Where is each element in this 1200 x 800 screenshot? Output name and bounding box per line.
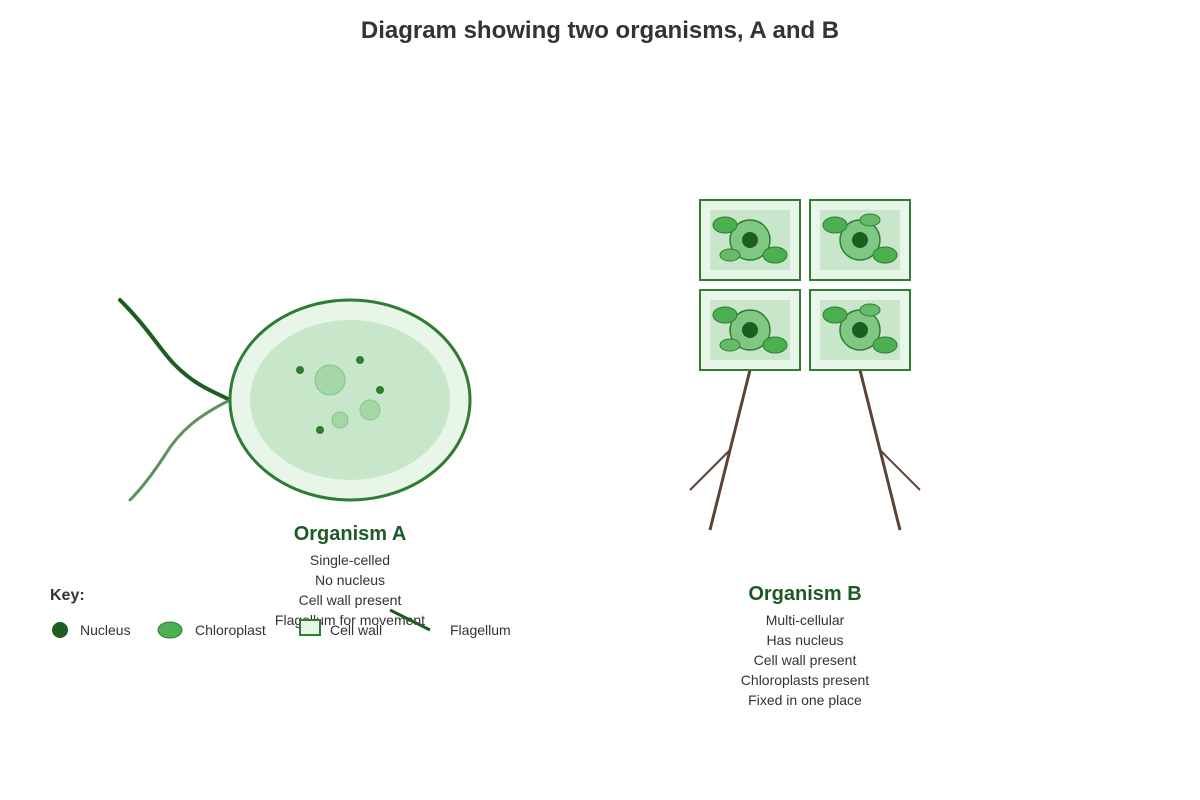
vacuole (314, 364, 346, 396)
key-label-nucleus: Nucleus (80, 622, 131, 638)
chloroplast (872, 246, 898, 264)
chloroplast (822, 216, 848, 234)
plant-cell (809, 289, 911, 371)
key-label-chloroplast: Chloroplast (195, 622, 266, 638)
key-label-flagellum: Flagellum (450, 622, 511, 638)
key-title: Key: (50, 587, 85, 604)
cytoplasm-a (250, 320, 450, 480)
granule (316, 426, 324, 434)
flagellum-secondary (128, 398, 232, 502)
flagellum-icon (389, 608, 431, 632)
organism-b-feature: Fixed in one place (748, 692, 862, 708)
organism-a-feature: No nucleus (315, 572, 385, 588)
granule (376, 386, 384, 394)
chloroplast (859, 303, 881, 317)
chloroplast-icon (157, 621, 183, 639)
organism-b-feature: Has nucleus (766, 632, 843, 648)
chloroplast (822, 306, 848, 324)
nucleus (742, 322, 758, 338)
organism-b: Organism B Multi-cellular Has nucleus Ce… (689, 199, 921, 708)
organism-a: Organism A Single-celled No nucleus Cell… (118, 298, 472, 628)
chloroplast (719, 338, 741, 352)
stem-left (689, 369, 752, 531)
chloroplast (719, 248, 741, 262)
vacuole (359, 399, 381, 421)
chloroplast (762, 336, 788, 354)
flagellum-main (118, 298, 232, 402)
organism-a-title: Organism A (294, 523, 407, 545)
nucleus-icon (52, 622, 68, 638)
chloroplast (712, 306, 738, 324)
organism-b-title: Organism B (748, 583, 861, 605)
organism-b-feature: Cell wall present (754, 652, 857, 668)
nucleus (742, 232, 758, 248)
organism-b-feature: Multi-cellular (766, 612, 845, 628)
key-legend: Key: Nucleus Chloroplast Cell wall Flage… (50, 587, 511, 639)
organism-a-feature: Single-celled (310, 552, 390, 568)
page-title: Diagram showing two organisms, A and B (360, 17, 840, 44)
chloroplast (859, 213, 881, 227)
key-label-cell-wall: Cell wall (330, 622, 382, 638)
chloroplast (872, 336, 898, 354)
plant-cell (699, 289, 801, 371)
chloroplast (762, 246, 788, 264)
organism-b-feature: Chloroplasts present (741, 672, 870, 688)
nucleus (852, 322, 868, 338)
plant-cell (699, 199, 801, 281)
granule (356, 356, 364, 364)
plant-cell (809, 199, 911, 281)
organism-a-feature: Cell wall present (299, 592, 402, 608)
granule (296, 366, 304, 374)
nucleus (852, 232, 868, 248)
chloroplast (712, 216, 738, 234)
vacuole (331, 411, 349, 429)
stem-right (858, 369, 921, 531)
cell-wall-icon (299, 619, 321, 636)
